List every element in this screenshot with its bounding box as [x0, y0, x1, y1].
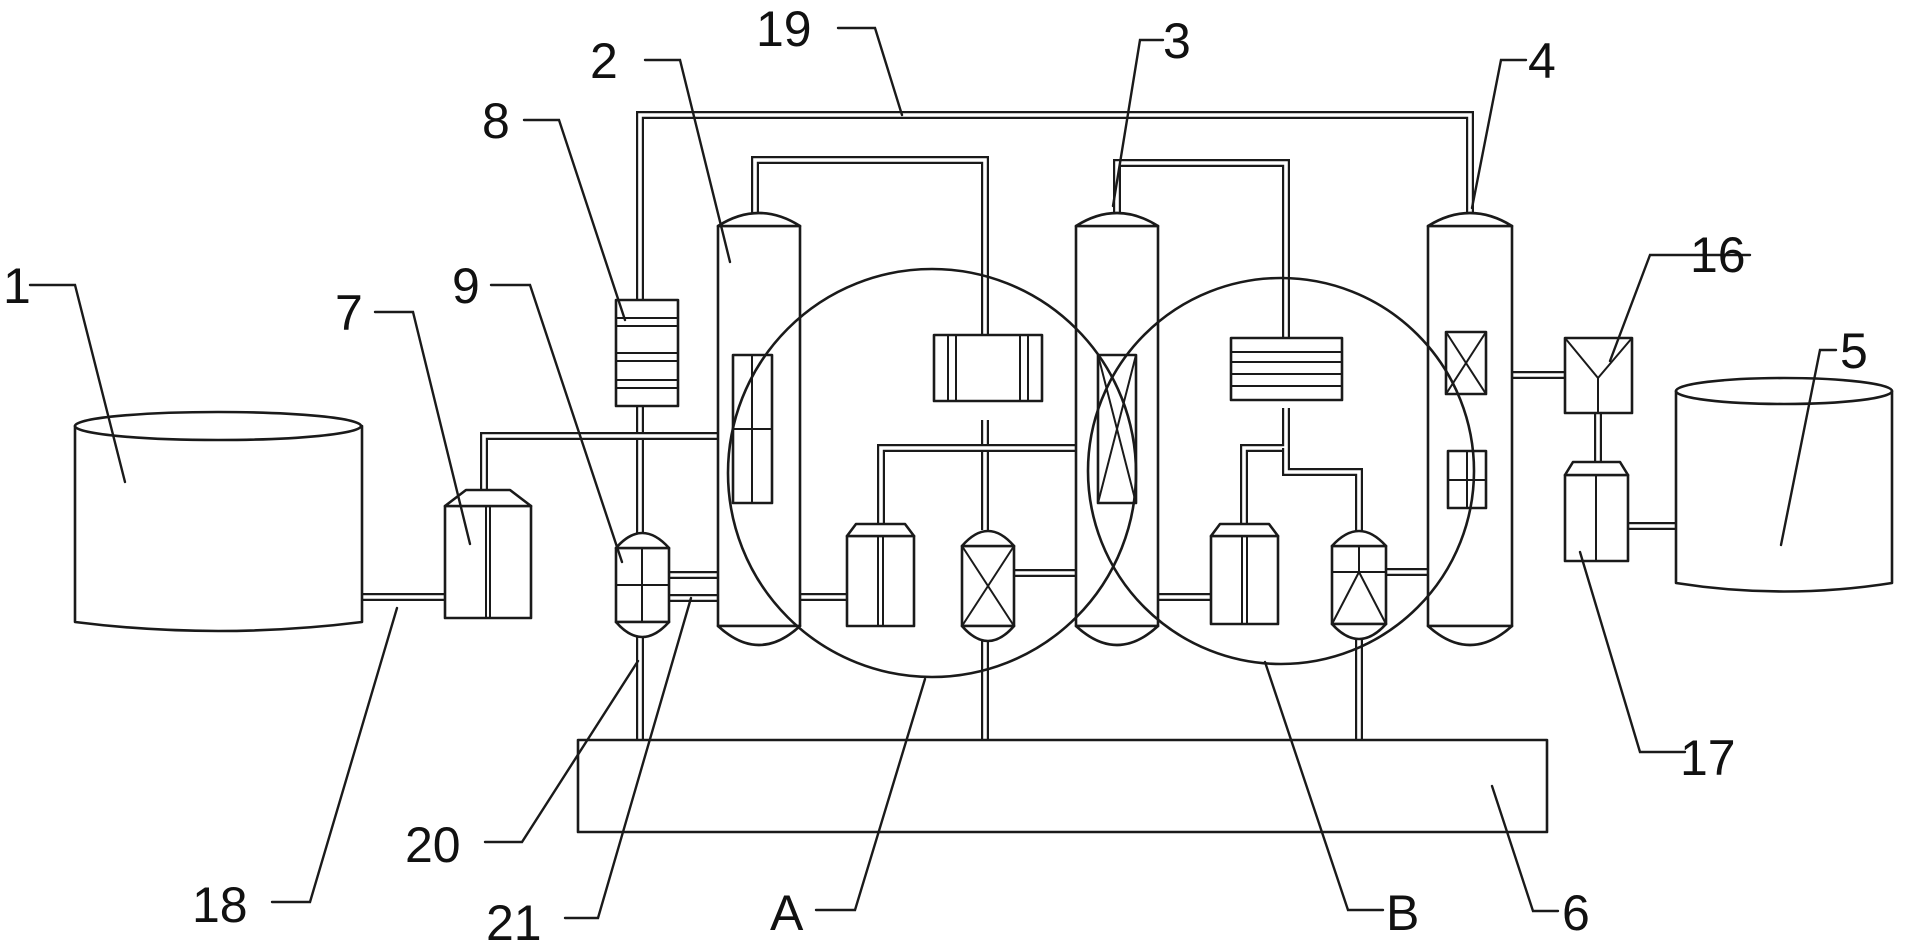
label-1: 1	[3, 258, 31, 314]
valve-9	[614, 531, 671, 639]
leader-3	[1111, 38, 1165, 208]
label-21: 21	[486, 895, 542, 951]
leader-A	[814, 677, 927, 912]
leader-7	[373, 310, 472, 546]
leader-19	[836, 26, 904, 117]
leader-lines	[28, 26, 1838, 920]
exchanger-B	[1229, 336, 1344, 402]
leader-9	[489, 283, 624, 564]
label-18: 18	[192, 877, 248, 933]
leader-2	[643, 58, 732, 264]
label-19: 19	[756, 1, 812, 57]
leader-20	[483, 659, 640, 844]
label-B: B	[1386, 885, 1419, 941]
label-3: 3	[1163, 13, 1191, 69]
unit-17	[1563, 460, 1630, 563]
leader-4	[1470, 58, 1528, 210]
valve-A	[960, 529, 1016, 643]
tank-1	[73, 410, 364, 633]
leader-6	[1490, 784, 1560, 913]
unit-A	[845, 522, 916, 628]
panel-4-x	[1444, 330, 1488, 396]
pipe-7-to-2	[480, 432, 718, 493]
leader-8	[522, 118, 627, 322]
label-2: 2	[590, 33, 618, 89]
pipe-A-branch	[877, 444, 1076, 525]
pipe-B-branch	[1240, 408, 1290, 525]
detail-circle-B	[1086, 276, 1476, 666]
label-7: 7	[335, 285, 363, 341]
unit-8	[614, 298, 680, 408]
leader-18	[270, 606, 399, 904]
unit-7	[443, 488, 533, 620]
valve-B	[1330, 529, 1388, 641]
callout-labels: 1 2 3 4 5 6 7 8 9 16 17 18 19 20 21 A B	[3, 1, 1868, 951]
leader-16	[1608, 253, 1752, 363]
label-20: 20	[405, 817, 461, 873]
leader-5	[1779, 348, 1838, 547]
unit-16	[1563, 336, 1634, 415]
label-5: 5	[1840, 323, 1868, 379]
label-6: 6	[1562, 885, 1590, 941]
leader-1	[28, 283, 127, 484]
label-8: 8	[482, 93, 510, 149]
exchanger-A	[932, 333, 1044, 403]
label-A: A	[770, 885, 804, 941]
leader-17	[1578, 550, 1687, 754]
pipe-B-to-valve	[1282, 448, 1363, 535]
label-17: 17	[1680, 730, 1736, 786]
leader-B	[1263, 660, 1385, 912]
panel-2	[731, 353, 774, 505]
label-4: 4	[1528, 33, 1556, 89]
tank-5	[1674, 376, 1894, 593]
detail-circle-A	[726, 267, 1138, 679]
base-tank-6	[576, 738, 1549, 834]
label-16: 16	[1690, 227, 1746, 283]
label-9: 9	[452, 258, 480, 314]
unit-B	[1209, 522, 1280, 626]
panel-3	[1096, 353, 1138, 505]
leader-21	[563, 596, 693, 920]
panel-4-grid	[1446, 449, 1488, 510]
